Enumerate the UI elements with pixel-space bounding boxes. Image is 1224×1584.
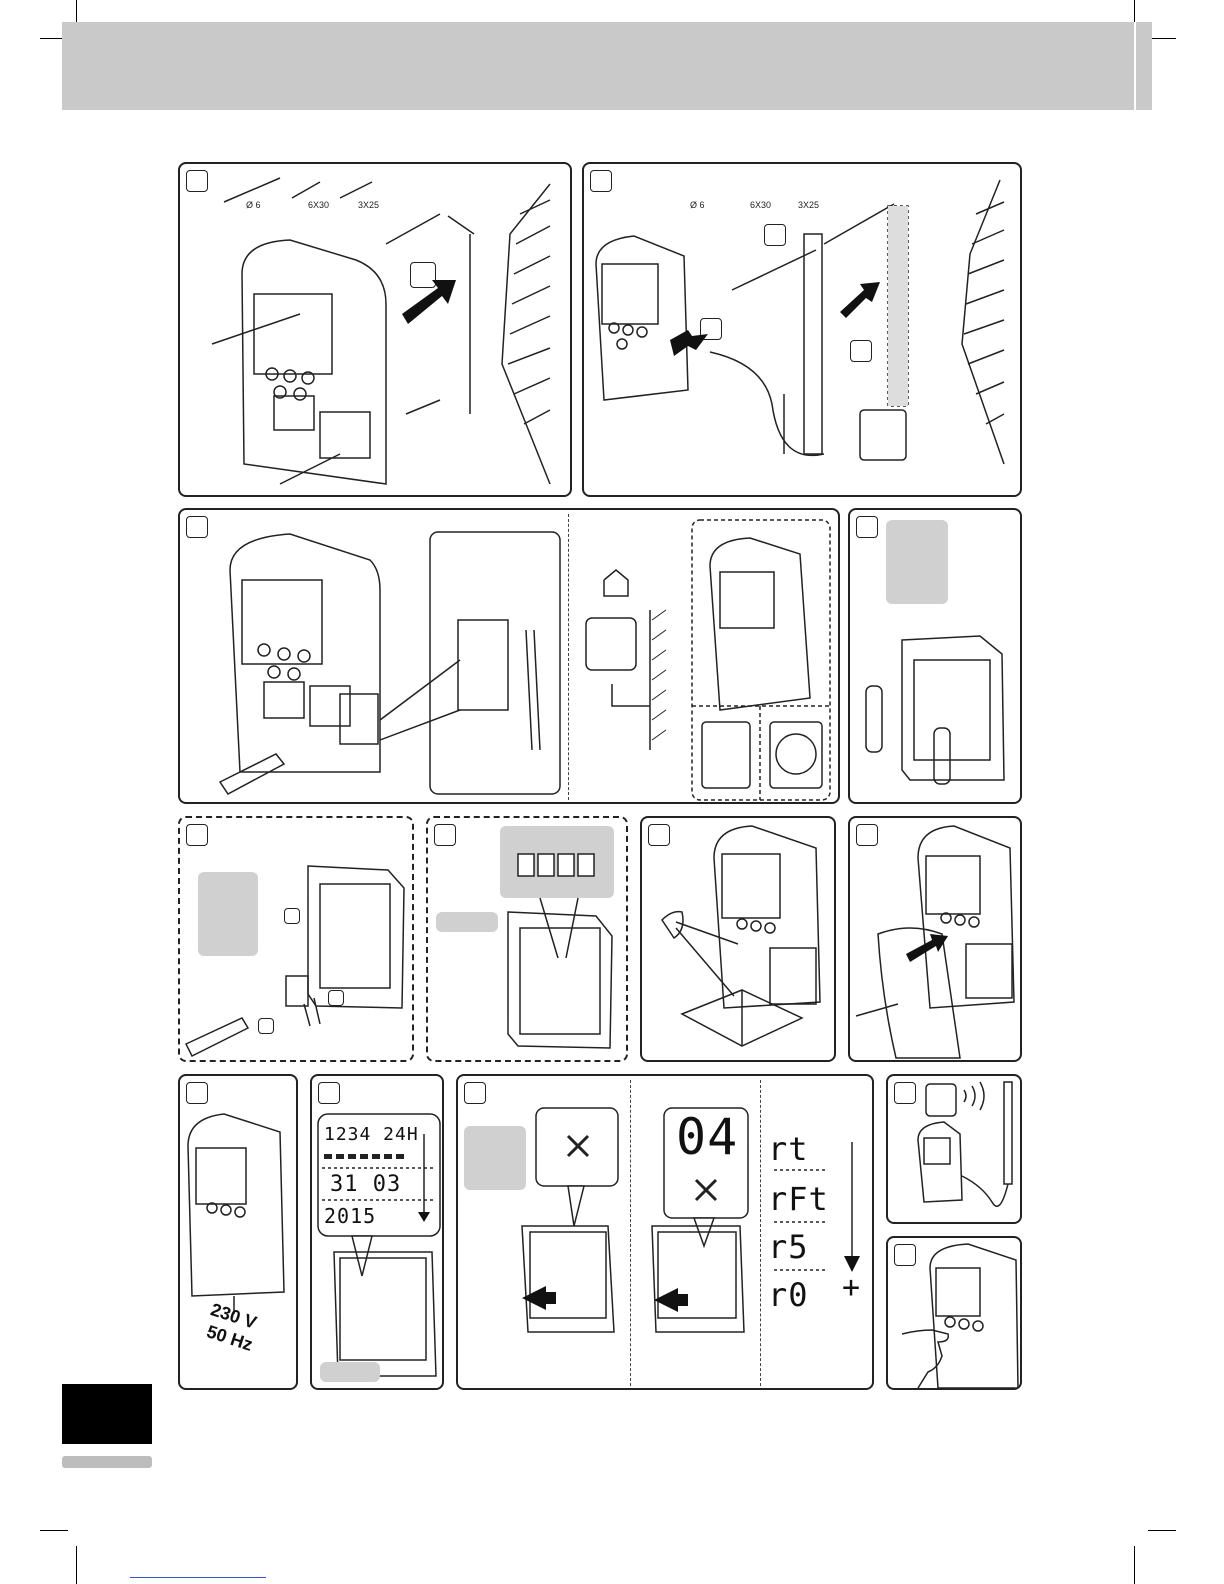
cover-illustration — [850, 818, 1022, 1062]
page-side-tab — [62, 1384, 152, 1444]
menu-code-2: rFt — [768, 1180, 829, 1218]
crop-mark-bottom-left-h — [40, 1530, 68, 1531]
panel-documentation — [640, 816, 836, 1062]
thermostat-wiring-illustration — [180, 818, 414, 1062]
lcd-time-row: 1234 24H — [324, 1124, 419, 1145]
page-side-bar — [62, 1456, 152, 1468]
panel-date-time: 1234 24H 31 03 2015 — [310, 1074, 444, 1390]
panel-press-button — [886, 1236, 1022, 1390]
press-button-illustration — [888, 1238, 1022, 1390]
lcd-year-row: 2015 — [324, 1204, 376, 1228]
panel-settings-menu: 04 rt rFt r5 r0 + — [456, 1074, 874, 1390]
panel-dip-switch — [426, 816, 628, 1062]
panel-battery — [848, 508, 1022, 804]
battery-illustration — [850, 510, 1022, 804]
menu-code-3: r5 — [768, 1228, 809, 1266]
panel-thermostat-wiring — [178, 816, 414, 1062]
antenna-illustration — [584, 164, 1022, 497]
lcd-big-number: 04 — [676, 1108, 738, 1166]
wiring-illustration — [180, 510, 840, 804]
panel-cover — [848, 816, 1022, 1062]
bottom-link-line[interactable] — [130, 1577, 266, 1578]
lcd-date-row: 31 03 — [330, 1172, 401, 1197]
menu-code-1: rt — [768, 1130, 809, 1168]
panel-antenna-mount: Ø 6 6X30 3X25 — [582, 162, 1022, 497]
wall-mount-illustration — [180, 164, 572, 497]
wireless-illustration — [888, 1076, 1022, 1224]
dip-switch-illustration — [428, 818, 628, 1062]
panel-wiring — [178, 508, 840, 804]
panel-wireless-overview — [886, 1074, 1022, 1224]
header-tab — [1134, 22, 1152, 110]
crop-mark-top-right-h — [1148, 38, 1176, 39]
header-band — [62, 22, 1134, 110]
panel-wall-mount-controller: Ø 6 6X30 3X25 — [178, 162, 572, 497]
grey-label-box — [320, 1362, 380, 1382]
documentation-illustration — [642, 818, 836, 1062]
crop-mark-bottom-right-v — [1134, 1546, 1135, 1584]
crop-mark-bottom-left-v — [76, 1546, 77, 1584]
crop-mark-bottom-right-h — [1148, 1530, 1176, 1531]
menu-code-4: r0 — [768, 1276, 809, 1314]
panel-power: 230 V 50 Hz — [178, 1074, 298, 1390]
plus-sign: + — [842, 1270, 861, 1305]
settings-illustration — [458, 1076, 874, 1390]
